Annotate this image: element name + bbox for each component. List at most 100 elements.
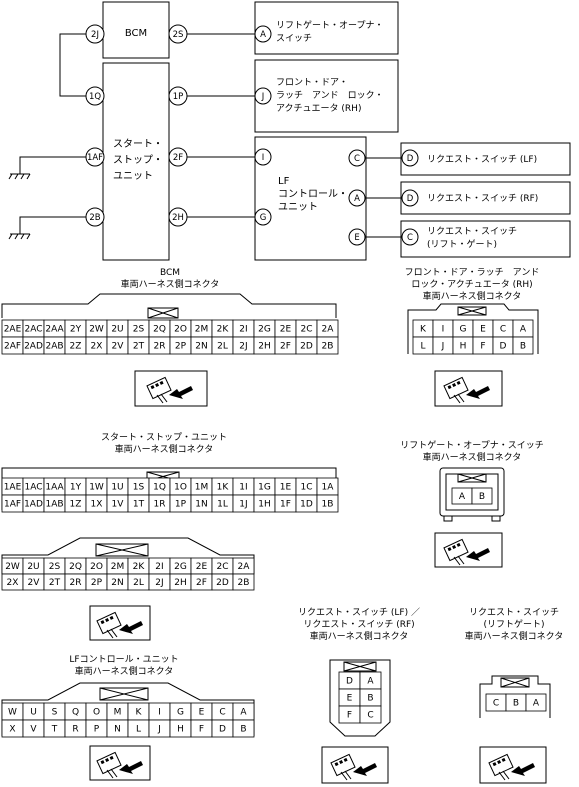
request-liftgate-housing <box>479 675 551 718</box>
pin-label: L <box>420 342 425 352</box>
pin-label: 2Y <box>70 325 82 335</box>
pin-cell <box>471 487 493 505</box>
pin-label: 1A <box>322 483 335 493</box>
pin-cell <box>232 573 255 591</box>
pin-label: 2D <box>216 578 229 588</box>
ssu-connector-title-2: 車両ハーネス側コネクタ <box>115 443 214 455</box>
pin-label: 2T <box>133 342 145 352</box>
pin-label: 2E <box>196 562 208 572</box>
pin-lf-g: G <box>254 208 272 226</box>
pin-label: 1W <box>89 483 104 493</box>
wire-2j-1q <box>59 33 86 97</box>
pin-label: 1L <box>217 500 228 510</box>
svg-text:C: C <box>407 233 413 243</box>
pin-label: 1X <box>91 500 103 510</box>
connector-icon-liftgate <box>434 532 503 568</box>
svg-text:1P: 1P <box>173 92 184 102</box>
bcm-label: BCM <box>125 28 147 39</box>
pin-ssu-1p: 1P <box>168 86 188 106</box>
liftgate-connector-title-2: 車両ハーネス側コネクタ <box>423 451 522 463</box>
pin-label: S <box>52 708 58 718</box>
pin-ssu-2f: 2F <box>168 147 188 167</box>
request-liftgate-title-1: リクエスト・スイッチ <box>469 607 559 618</box>
pin-label: 1Y <box>70 483 82 493</box>
pin-label: 2K <box>133 562 146 572</box>
request-switch-liftgate-label-1: リクエスト・スイッチ <box>427 226 517 237</box>
pin-label: 2N <box>195 342 207 352</box>
pin-label: 2S <box>49 562 61 572</box>
pin-label: 1J <box>239 500 247 510</box>
pin-bcm-2j: 2J <box>85 24 105 44</box>
pin-label: J <box>441 342 445 352</box>
pin-label: V <box>30 725 37 735</box>
pin-label: F <box>480 342 485 352</box>
svg-text:A: A <box>354 194 360 204</box>
pin-label: 2F <box>280 342 291 352</box>
svg-text:1Q: 1Q <box>89 92 101 102</box>
pin-request-lf-d: D <box>401 149 419 167</box>
pin-label: A <box>367 677 374 687</box>
pin-label: D <box>500 342 507 352</box>
bcm-connector-title-1: BCM <box>160 268 180 278</box>
liftgate-switch-label-2: スイッチ <box>276 33 312 44</box>
svg-text:2H: 2H <box>172 213 184 223</box>
svg-text:D: D <box>407 194 414 204</box>
request-liftgate-title-2: (リフトゲート) <box>483 618 544 630</box>
liftgate-connector-latch <box>457 473 487 483</box>
front-door-title-2: ロック・アクチュエータ (RH) <box>411 279 532 290</box>
pin-label: O <box>93 708 100 718</box>
pin-label: H <box>460 342 467 352</box>
front-door-title-1: フロント・ドア・ラッチ アンド <box>405 267 540 278</box>
front-door-label-2: ラッチ アンド ロック・ <box>276 90 383 101</box>
pin-label: 2U <box>111 325 123 335</box>
pin-request-rf-d: D <box>401 189 419 207</box>
pin-label: 2AE <box>4 325 22 335</box>
pin-label: 1AD <box>24 500 43 510</box>
svg-text:1AF: 1AF <box>87 153 103 163</box>
pin-label: 2A <box>238 562 251 572</box>
request-lf-rf-connector: リクエスト・スイッチ (LF) ／ リクエスト・スイッチ (RF) 車両ハーネス… <box>298 607 420 737</box>
pin-label: 2T <box>49 578 61 588</box>
pin-label: 2E <box>280 325 292 335</box>
pin-label: 2H <box>258 342 271 352</box>
pin-label: 1AF <box>4 500 21 510</box>
pin-label: 1K <box>217 483 230 493</box>
connector-icon-ssu <box>89 605 151 641</box>
pin-label: X <box>9 725 15 735</box>
pin-label: 2L <box>133 578 144 588</box>
pin-label: K <box>136 708 143 718</box>
pin-label: 2C <box>216 562 228 572</box>
pin-label: 1D <box>300 500 313 510</box>
pin-label: Q <box>72 708 79 718</box>
pin-label: 2M <box>195 325 209 335</box>
pin-label: 1AC <box>24 483 42 493</box>
pin-label: 2B <box>322 342 334 352</box>
lf-label-3: ユニット <box>278 202 318 213</box>
pin-label: 2O <box>90 562 103 572</box>
pin-label: I <box>442 325 445 335</box>
connector-icon-request-lfrf <box>321 746 389 784</box>
pin-label: 2C <box>300 325 312 335</box>
liftgate-switch-label-1: リフトゲート・オープナ・ <box>276 19 383 31</box>
pin-lf-e: E <box>348 228 366 246</box>
pin-label: 2V <box>112 342 125 352</box>
pin-label: 2N <box>111 578 123 588</box>
ground-symbol-1 <box>8 173 31 180</box>
pin-label: A <box>520 325 527 335</box>
pin-label: E <box>199 708 205 718</box>
pin-label: 2AF <box>4 342 21 352</box>
ssu-connector-title-1: スタート・ストップ・ユニット <box>101 432 227 443</box>
request-switch-liftgate-label-2: (リフト・ゲート) <box>427 238 497 250</box>
pin-label: 2A <box>322 325 335 335</box>
bcm-connector-latch <box>147 307 179 319</box>
pin-label: J <box>157 725 161 735</box>
